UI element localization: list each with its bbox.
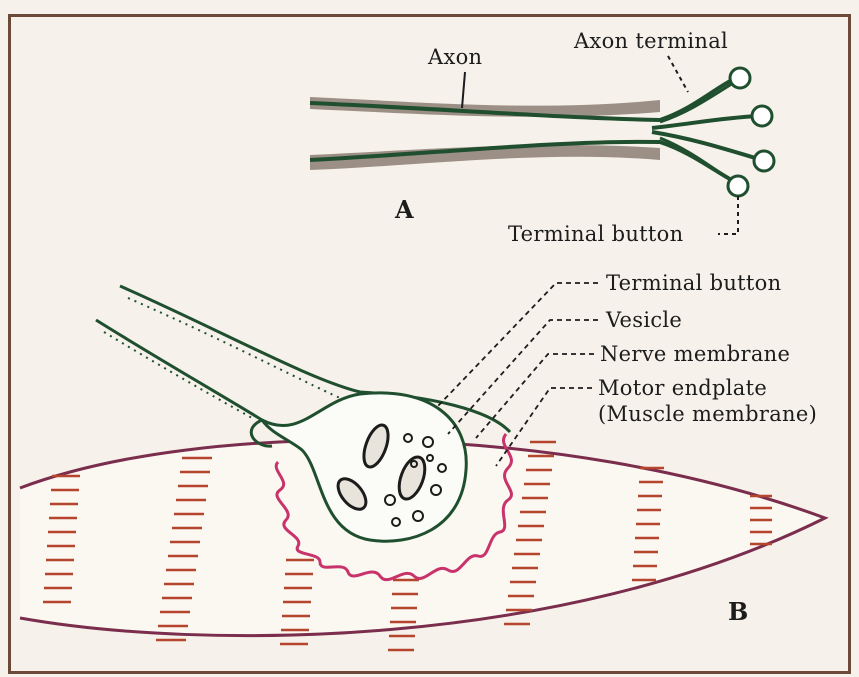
axon-myelin-dots [128,298,340,398]
axon-terminal-leader [668,56,688,92]
axon-leader [462,72,465,108]
terminal-button-circle [754,151,774,171]
motor-endplate-label: Motor endplate [598,376,767,400]
axon-upper-line [310,80,732,120]
panel-a-axon [310,68,774,196]
axon-outer-line [120,286,510,432]
panel-b-label: B [728,597,748,626]
panel-a-label: A [394,195,414,224]
terminal-button-label-a: Terminal button [508,222,683,246]
axon-inner-dots [104,332,252,418]
terminal-button-circle [752,106,772,126]
axon-terminal-label: Axon terminal [573,29,728,53]
nerve-membrane-leader [476,354,594,438]
terminal-button-circle [728,176,748,196]
vesicle-leader [448,320,598,434]
terminal-button-circle [730,68,750,88]
nerve-membrane-label: Nerve membrane [600,342,790,366]
axon-label: Axon [427,45,482,69]
terminal-button-label-b: Terminal button [606,271,781,295]
terminal-button-leader [718,196,738,234]
muscle-membrane-label: (Muscle membrane) [598,402,817,426]
vesicle-label: Vesicle [605,308,682,332]
panel-a-leaders [462,56,738,234]
axon-inner-line [96,320,272,446]
